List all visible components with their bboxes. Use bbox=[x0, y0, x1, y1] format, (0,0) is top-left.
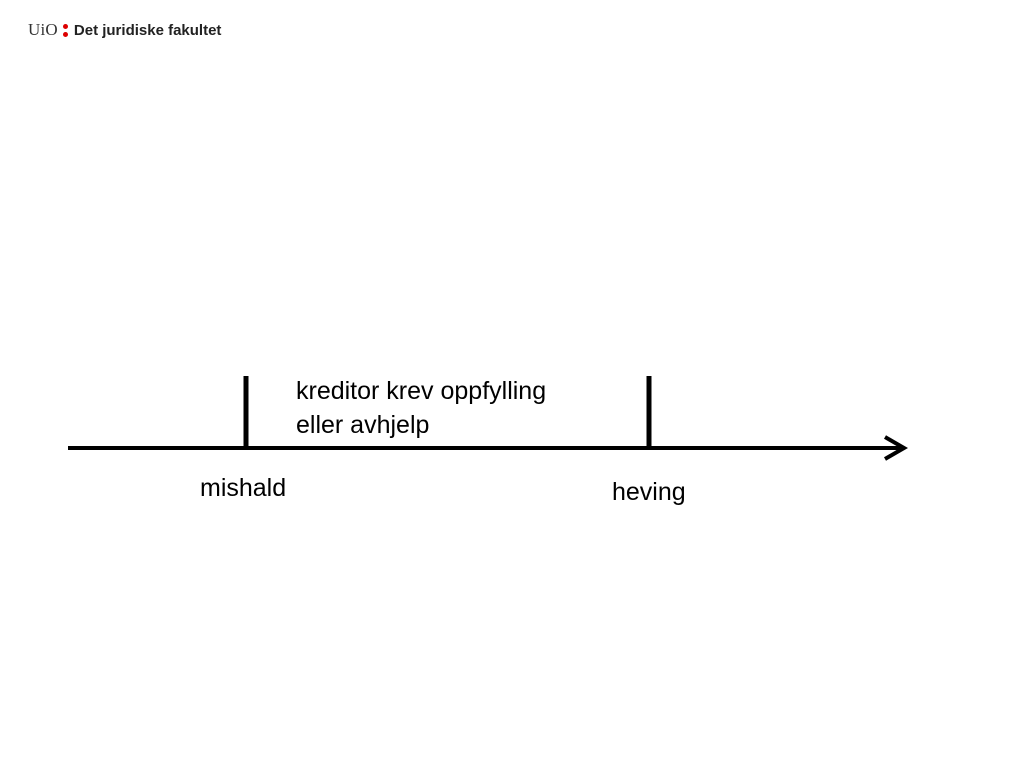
period-label-line-2: eller avhjelp bbox=[296, 411, 430, 439]
faculty-name: Det juridiske fakultet bbox=[73, 21, 222, 39]
logo-dot-bottom bbox=[62, 31, 68, 37]
uio-header: UiO Det juridiske fakultet bbox=[28, 19, 221, 41]
uio-logo-text: UiO bbox=[28, 20, 58, 39]
mishald-label: mishald bbox=[200, 474, 287, 502]
heving-label: heving bbox=[612, 478, 686, 506]
timeline-arrowhead bbox=[883, 435, 908, 461]
period-label: kreditor krev oppfylling eller avhjelp bbox=[296, 374, 546, 442]
uio-logo-icon bbox=[62, 23, 68, 37]
logo-dot-top bbox=[62, 23, 68, 29]
period-label-line-1: kreditor krev oppfylling bbox=[296, 377, 547, 405]
